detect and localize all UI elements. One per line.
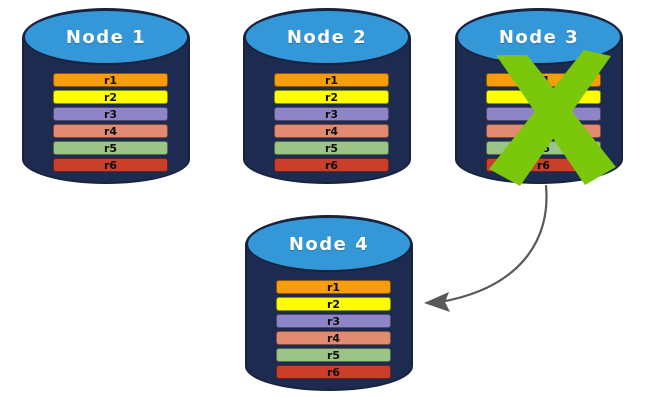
row-bar-r3[interactable]: r3 xyxy=(486,107,601,121)
row-bar-r5[interactable]: r5 xyxy=(276,348,391,362)
row-bar-r2[interactable]: r2 xyxy=(274,90,389,104)
node-4-rows: r1 r2 r3 r4 r5 r6 xyxy=(276,280,391,379)
node-4[interactable]: Node 4 r1 r2 r3 r4 r5 r6 xyxy=(245,215,413,391)
node-2[interactable]: Node 2 r1 r2 r3 r4 r5 r6 xyxy=(243,8,411,184)
row-bar-r6[interactable]: r6 xyxy=(276,365,391,379)
node-4-cylinder-top: Node 4 xyxy=(246,216,412,272)
node-1[interactable]: Node 1 r1 r2 r3 r4 r5 r6 xyxy=(22,8,190,184)
node-2-cylinder-top: Node 2 xyxy=(244,9,410,65)
row-bar-r4[interactable]: r4 xyxy=(274,124,389,138)
row-bar-r4[interactable]: r4 xyxy=(486,124,601,138)
node-2-title: Node 2 xyxy=(286,26,368,48)
row-bar-r1[interactable]: r1 xyxy=(53,73,168,87)
node-1-cylinder-top: Node 1 xyxy=(23,9,189,65)
row-bar-r6[interactable]: r6 xyxy=(486,158,601,172)
node-1-title: Node 1 xyxy=(65,26,147,48)
row-bar-r2[interactable]: r2 xyxy=(486,90,601,104)
row-bar-r1[interactable]: r1 xyxy=(274,73,389,87)
row-bar-r5[interactable]: r5 xyxy=(53,141,168,155)
node-3[interactable]: Node 3 r1 r2 r3 r4 r5 r6 xyxy=(455,8,623,184)
node-4-title: Node 4 xyxy=(288,233,370,255)
row-bar-r5[interactable]: r5 xyxy=(486,141,601,155)
row-bar-r1[interactable]: r1 xyxy=(276,280,391,294)
row-bar-r6[interactable]: r6 xyxy=(274,158,389,172)
node-3-cylinder-top: Node 3 xyxy=(456,9,622,65)
row-bar-r2[interactable]: r2 xyxy=(276,297,391,311)
row-bar-r3[interactable]: r3 xyxy=(53,107,168,121)
row-bar-r1[interactable]: r1 xyxy=(486,73,601,87)
row-bar-r3[interactable]: r3 xyxy=(274,107,389,121)
row-bar-r4[interactable]: r4 xyxy=(53,124,168,138)
row-bar-r2[interactable]: r2 xyxy=(53,90,168,104)
row-bar-r4[interactable]: r4 xyxy=(276,331,391,345)
node-1-rows: r1 r2 r3 r4 r5 r6 xyxy=(53,73,168,172)
row-bar-r3[interactable]: r3 xyxy=(276,314,391,328)
node-3-rows: r1 r2 r3 r4 r5 r6 xyxy=(486,73,601,172)
node-3-title: Node 3 xyxy=(498,26,580,48)
row-bar-r5[interactable]: r5 xyxy=(274,141,389,155)
row-bar-r6[interactable]: r6 xyxy=(53,158,168,172)
node-2-rows: r1 r2 r3 r4 r5 r6 xyxy=(274,73,389,172)
arrow-node3-to-node4 xyxy=(424,184,548,312)
